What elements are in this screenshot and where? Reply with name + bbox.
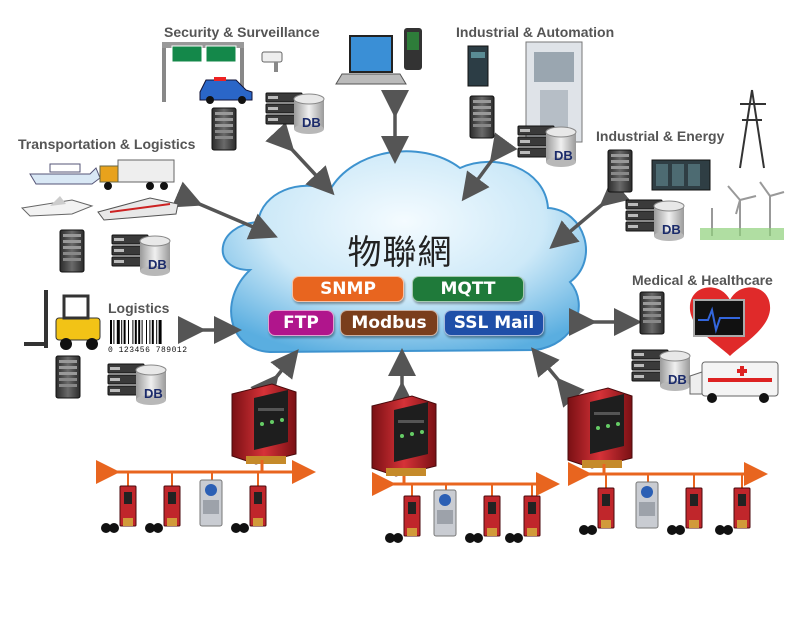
gateway-right bbox=[567, 387, 633, 469]
automation-illustration bbox=[467, 41, 583, 168]
security-illustration bbox=[162, 42, 325, 151]
barcode-digits: 0 123456 789012 bbox=[108, 346, 188, 355]
db-label: DB bbox=[144, 386, 163, 401]
arrow-transport bbox=[171, 181, 278, 240]
server-icon bbox=[211, 107, 237, 151]
io-module-icon bbox=[714, 487, 751, 536]
io-module-icon bbox=[230, 485, 267, 534]
connection-arrows bbox=[171, 90, 642, 409]
road-sign-icon bbox=[171, 45, 203, 63]
db-label: DB bbox=[662, 222, 681, 237]
label-industrial-energy: Industrial & Energy bbox=[596, 128, 725, 144]
arrow-energy bbox=[549, 178, 630, 250]
protocol-ssl-mail: SSL Mail bbox=[444, 310, 544, 336]
cloud-title: 物聯網 bbox=[347, 233, 453, 273]
power-pylon-icon bbox=[739, 89, 766, 169]
db-labels: DB DB DB DB DB DB bbox=[144, 115, 687, 401]
io-modules-left bbox=[100, 472, 267, 534]
io-module-icon bbox=[578, 487, 615, 536]
protocol-snmp: SNMP bbox=[292, 276, 404, 302]
arrow-gateway-right bbox=[531, 347, 585, 408]
db-label: DB bbox=[554, 148, 573, 163]
controller-icon bbox=[567, 387, 633, 469]
db-label: DB bbox=[302, 115, 321, 130]
io-module-icon bbox=[464, 495, 501, 544]
io-module-icon bbox=[199, 479, 223, 527]
gateway-center bbox=[371, 395, 437, 477]
label-industrial-automation: Industrial & Automation bbox=[456, 24, 615, 40]
medical-illustration bbox=[631, 287, 779, 403]
label-transportation: Transportation & Logistics bbox=[18, 136, 196, 152]
protocol-ftp: FTP bbox=[268, 310, 334, 336]
arrow-security bbox=[265, 122, 335, 196]
camera-icon bbox=[261, 51, 283, 63]
laptop-illustration bbox=[335, 28, 422, 85]
io-module-icon bbox=[144, 485, 181, 534]
logistics-illustration bbox=[24, 290, 174, 406]
laptop-icon bbox=[349, 35, 393, 73]
gateway-left bbox=[231, 383, 297, 465]
arrow-automation bbox=[461, 132, 518, 202]
controller-icon bbox=[371, 395, 437, 477]
io-module-icon bbox=[666, 487, 703, 536]
io-module-icon bbox=[635, 481, 659, 529]
controller-icon bbox=[231, 383, 297, 465]
db-label: DB bbox=[148, 257, 167, 272]
io-module-icon bbox=[504, 495, 541, 544]
wind-turbine-icon bbox=[711, 181, 785, 236]
label-security: Security & Surveillance bbox=[164, 24, 320, 40]
io-module-icon bbox=[433, 489, 457, 537]
db-label: DB bbox=[668, 372, 687, 387]
io-module-icon bbox=[100, 485, 137, 534]
transport-illustration bbox=[20, 159, 179, 277]
barcode-icon bbox=[108, 318, 174, 346]
label-logistics: Logistics bbox=[108, 300, 170, 316]
io-modules-center bbox=[384, 484, 541, 544]
io-module-icon bbox=[384, 495, 421, 544]
protocol-mqtt: MQTT bbox=[412, 276, 524, 302]
forklift-icon bbox=[55, 317, 101, 341]
truck-icon bbox=[117, 159, 175, 183]
energy-illustration bbox=[607, 89, 785, 242]
label-medical: Medical & Healthcare bbox=[632, 272, 773, 288]
protocol-modbus: Modbus bbox=[340, 310, 438, 336]
arrow-gateway-left bbox=[250, 349, 299, 405]
io-modules-right bbox=[578, 474, 751, 536]
